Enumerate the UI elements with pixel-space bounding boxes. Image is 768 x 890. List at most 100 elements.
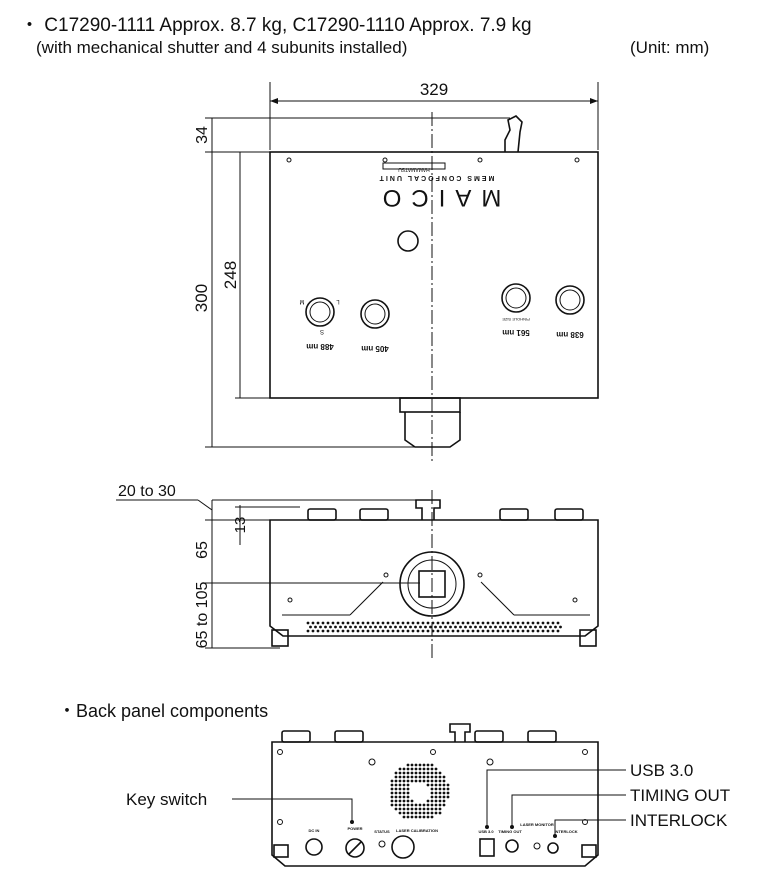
grille-hole	[442, 783, 446, 787]
vent-hole	[351, 621, 355, 625]
grille-hole	[406, 775, 410, 779]
timing-out-port[interactable]	[505, 839, 519, 853]
laser-calibration-port[interactable]	[391, 835, 415, 859]
vent-hole	[471, 621, 475, 625]
vent-hole	[356, 629, 360, 633]
vent-hole	[456, 629, 460, 633]
status-led	[378, 840, 386, 848]
vent-hole	[551, 629, 555, 633]
usb-callout: USB 3.0	[630, 761, 693, 780]
grille-hole	[442, 779, 446, 783]
vent-hole	[556, 621, 560, 625]
vent-hole	[406, 621, 410, 625]
grille-hole	[426, 783, 430, 787]
vent-hole	[534, 625, 537, 629]
vent-hole	[454, 625, 457, 629]
vent-hole	[346, 629, 350, 633]
vent-hole	[481, 629, 485, 633]
vent-hole	[546, 621, 550, 625]
vent-hole	[354, 625, 357, 629]
grille-hole	[438, 779, 442, 783]
vent-hole	[311, 621, 315, 625]
panel-label: INTERLOCK	[554, 829, 577, 834]
grille-hole	[410, 767, 414, 771]
grille-hole	[402, 783, 406, 787]
grille-hole	[410, 807, 414, 811]
vent-hole	[401, 629, 405, 633]
grille-hole	[434, 779, 438, 783]
vent-hole	[306, 629, 310, 633]
grille-hole	[398, 795, 402, 799]
vent-hole	[351, 629, 355, 633]
vent-hole	[381, 629, 385, 633]
vent-hole	[446, 621, 450, 625]
subunit-knob-638[interactable]: 638 nm	[555, 285, 585, 339]
subunit-knob-405[interactable]: 405 nm	[360, 299, 390, 353]
vent-hole	[501, 629, 505, 633]
grille-hole	[414, 767, 418, 771]
vent-hole	[449, 625, 452, 629]
grille-hole	[410, 803, 414, 807]
grille-hole	[446, 787, 450, 791]
grille-hole	[398, 783, 402, 787]
vent-hole	[466, 629, 470, 633]
product-subtitle: MEMS CONFOCAL UNIT	[378, 174, 495, 181]
grille-hole	[402, 787, 406, 791]
vent-hole	[426, 629, 430, 633]
key-height-dim-label: 34	[194, 126, 211, 144]
vent-hole	[404, 625, 407, 629]
vent-hole	[536, 629, 540, 633]
vent-hole	[396, 621, 400, 625]
panel-label: STATUS	[374, 829, 390, 834]
grille-hole	[398, 799, 402, 803]
key-switch[interactable]	[345, 838, 365, 858]
grille-hole	[398, 803, 402, 807]
grille-hole	[394, 775, 398, 779]
subunit-knob-488[interactable]: 488 nm	[305, 297, 335, 351]
usb-port[interactable]	[479, 838, 495, 857]
size-m-label: M	[300, 298, 305, 304]
panel-label: TIMING OUT	[498, 829, 522, 834]
grille-hole	[422, 811, 426, 815]
vent-hole	[311, 629, 315, 633]
grille-hole	[394, 807, 398, 811]
vent-hole	[489, 625, 492, 629]
key-switch-callout: Key switch	[126, 790, 207, 809]
top-view: 329 34 248 300 HAMAMATSU MEMS CONFOCAL U…	[192, 80, 599, 462]
grille-hole	[442, 775, 446, 779]
grille-hole	[418, 815, 422, 819]
vent-hole	[464, 625, 467, 629]
grille-hole	[434, 771, 438, 775]
grille-hole	[418, 779, 422, 783]
vent-hole	[361, 629, 365, 633]
vent-hole	[411, 629, 415, 633]
grille-hole	[406, 815, 410, 819]
vent-hole	[466, 621, 470, 625]
wavelength-label: 488 nm	[306, 342, 334, 351]
vent-hole	[541, 629, 545, 633]
subunit-knob-561[interactable]: 561 nm	[501, 283, 531, 337]
grille-hole	[398, 791, 402, 795]
vent-hole	[539, 625, 542, 629]
grille-hole	[438, 791, 442, 795]
vent-hole	[479, 625, 482, 629]
grille-hole	[410, 799, 414, 803]
grille-hole	[406, 763, 410, 767]
grille-hole	[402, 767, 406, 771]
vent-hole	[559, 625, 562, 629]
vent-hole	[439, 625, 442, 629]
grille-hole	[414, 775, 418, 779]
vent-hole	[451, 621, 455, 625]
vent-hole	[371, 629, 375, 633]
interlock-callout: INTERLOCK	[630, 811, 728, 830]
grille-hole	[438, 787, 442, 791]
grille-hole	[438, 807, 442, 811]
brand-plate	[382, 162, 446, 170]
interlock-port[interactable]	[547, 842, 559, 854]
panel-label: LASER CALIBRATION	[396, 828, 438, 833]
grille-hole	[434, 795, 438, 799]
grille-hole	[426, 763, 430, 767]
vent-hole	[496, 629, 500, 633]
grille-hole	[398, 811, 402, 815]
grille-hole	[426, 811, 430, 815]
